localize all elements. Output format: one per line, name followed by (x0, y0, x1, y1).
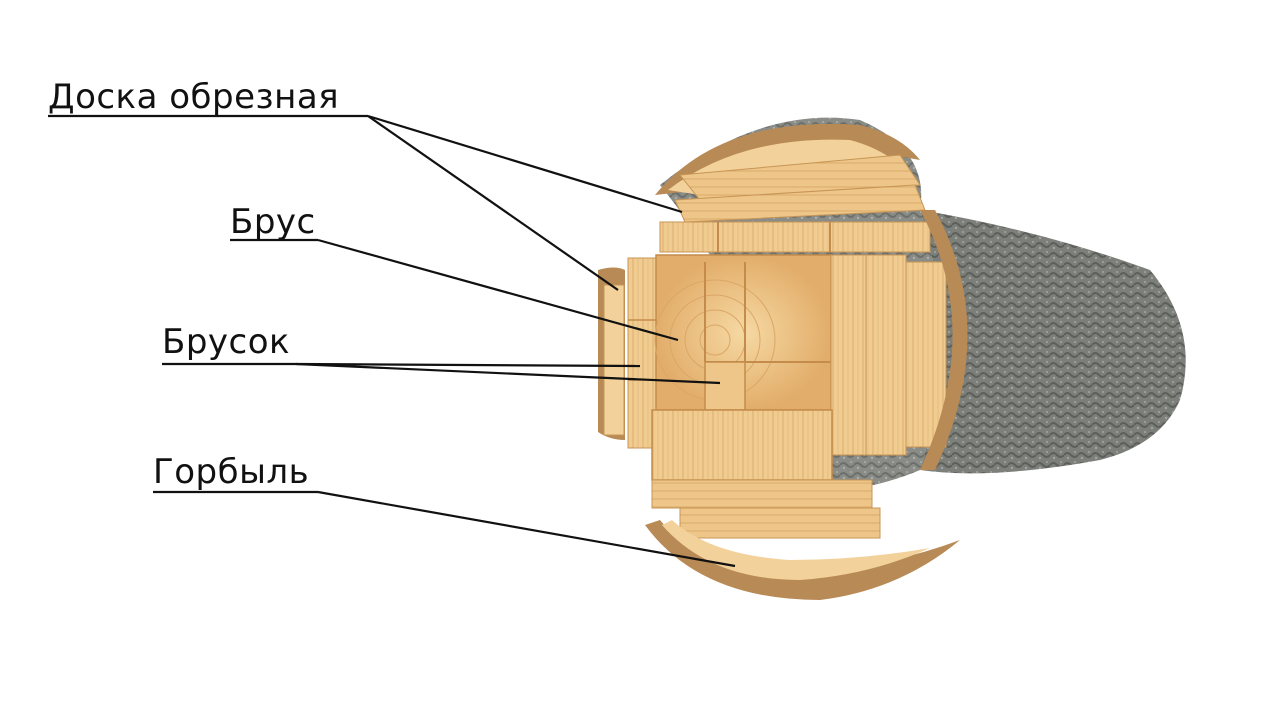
label-gorbyl: Горбыль (153, 452, 310, 492)
leader-gorbyl (317, 490, 736, 568)
label-brusok: Брусок (162, 322, 291, 362)
leader-doska-1 (367, 114, 683, 214)
leader-brus (317, 238, 679, 342)
leader-lines (48, 114, 736, 568)
central-beam (654, 254, 832, 411)
label-doska-obreznaya: Доска обрезная (48, 77, 340, 117)
label-brus: Брус (230, 202, 316, 242)
right-boards (830, 210, 968, 470)
top-boards (659, 154, 931, 253)
leader-doska-2 (367, 115, 619, 291)
leader-brusok-1 (295, 362, 641, 368)
leader-brusok-2 (295, 362, 721, 385)
bottom-block (651, 409, 881, 539)
left-boards (598, 257, 657, 449)
